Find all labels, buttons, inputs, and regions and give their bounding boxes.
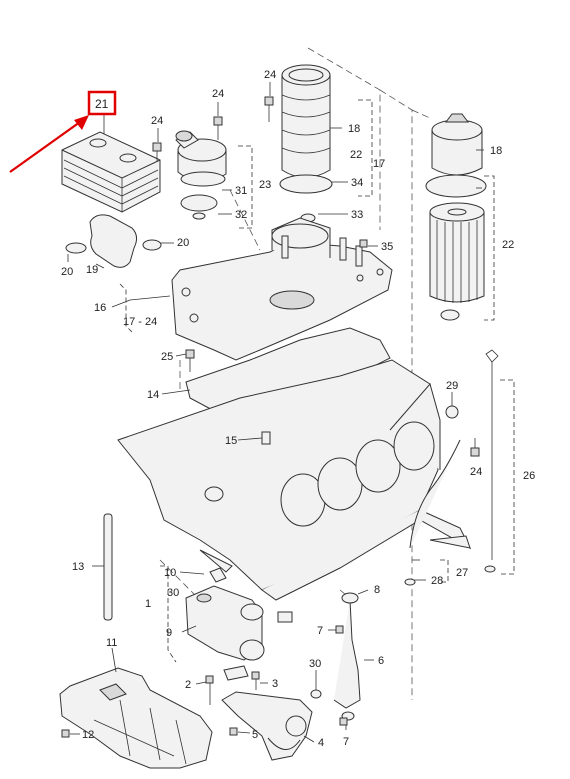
- bolt-7-upper: [335, 625, 344, 634]
- callout-24-right: 24: [470, 466, 482, 478]
- filter-housing-center: [279, 64, 333, 223]
- callout-18-center: 18: [348, 123, 360, 135]
- bolt-35: [359, 239, 368, 248]
- callout-31: 31: [235, 185, 247, 197]
- callout-21: 21: [95, 97, 109, 111]
- callout-35: 35: [381, 241, 393, 253]
- leader-lines: [67, 82, 484, 743]
- callout-24-top-left: 24: [212, 88, 224, 100]
- oil-pump: [185, 567, 293, 681]
- callout-34: 34: [351, 177, 363, 189]
- callout-24-top-center: 24: [264, 69, 276, 81]
- callout-16: 16: [94, 302, 106, 314]
- callout-8: 8: [374, 584, 380, 596]
- bolt-25: [185, 349, 195, 359]
- o-ring-cooler-right: [142, 239, 162, 251]
- callout-17: 17: [373, 158, 385, 170]
- callout-27: 27: [456, 567, 468, 579]
- dowel-pin: [103, 513, 113, 621]
- callout-23: 23: [259, 179, 271, 191]
- callout-17-24: 17 - 24: [123, 316, 157, 328]
- callout-15: 15: [225, 435, 237, 447]
- callout-32: 32: [235, 209, 247, 221]
- highlighted-callout: 21: [9, 90, 117, 173]
- cooler-gasket: [89, 214, 138, 268]
- callout-7-lower: 7: [343, 736, 349, 748]
- callout-24-cooler: 24: [151, 115, 163, 127]
- callout-10: 10: [164, 567, 176, 579]
- callout-33: 33: [351, 209, 363, 221]
- callout-25: 25: [161, 351, 173, 363]
- callout-12: 12: [82, 729, 94, 741]
- bolt-3: [251, 671, 260, 680]
- engine-block: [117, 359, 472, 601]
- highlight-arrow-line: [9, 121, 81, 173]
- callout-29: 29: [446, 380, 458, 392]
- callout-26: 26: [523, 470, 535, 482]
- callout-30-lower: 30: [309, 658, 321, 670]
- callout-19: 19: [86, 264, 98, 276]
- oil-filter-module: [175, 130, 227, 220]
- callout-14: 14: [147, 389, 159, 401]
- callout-7-upper: 7: [317, 625, 323, 637]
- bolt-7-lower: [339, 717, 348, 726]
- callout-2: 2: [185, 679, 191, 691]
- oil-strainer: [221, 689, 322, 761]
- o-ring-cooler-left: [65, 242, 87, 254]
- callout-30-pump: 30: [167, 587, 179, 599]
- callout-1: 1: [145, 598, 151, 610]
- bolt-12: [61, 729, 70, 738]
- callout-9: 9: [166, 627, 172, 639]
- callout-3: 3: [272, 678, 278, 690]
- callout-20-right: 20: [177, 237, 189, 249]
- callout-22-center: 22: [350, 149, 362, 161]
- dipstick-assembly: [404, 349, 499, 586]
- callout-28: 28: [431, 575, 443, 587]
- oil-cooler: [61, 131, 161, 213]
- oil-pipe: [333, 592, 361, 721]
- highlight-arrowhead: [74, 115, 89, 130]
- callout-18-right: 18: [490, 145, 502, 157]
- callout-20-left: 20: [61, 266, 73, 278]
- callout-labels: 24 24 24 24 18 18 22 22 17 34 33 35 31 2…: [61, 69, 535, 749]
- upper-housing-cover: [171, 217, 393, 361]
- callout-6: 6: [378, 655, 384, 667]
- bolt-24-group: [152, 96, 480, 457]
- callout-22-right: 22: [502, 239, 514, 251]
- bolt-2: [205, 675, 214, 684]
- callout-11: 11: [106, 637, 117, 649]
- group-brackets: [119, 99, 515, 663]
- callout-5: 5: [252, 729, 258, 741]
- oil-baffle: [59, 667, 213, 769]
- callout-4: 4: [318, 737, 324, 749]
- bolt-5: [229, 727, 238, 736]
- oil-filter-cartridge: [425, 113, 487, 321]
- callout-13: 13: [72, 561, 84, 573]
- highlight-box: [87, 90, 117, 116]
